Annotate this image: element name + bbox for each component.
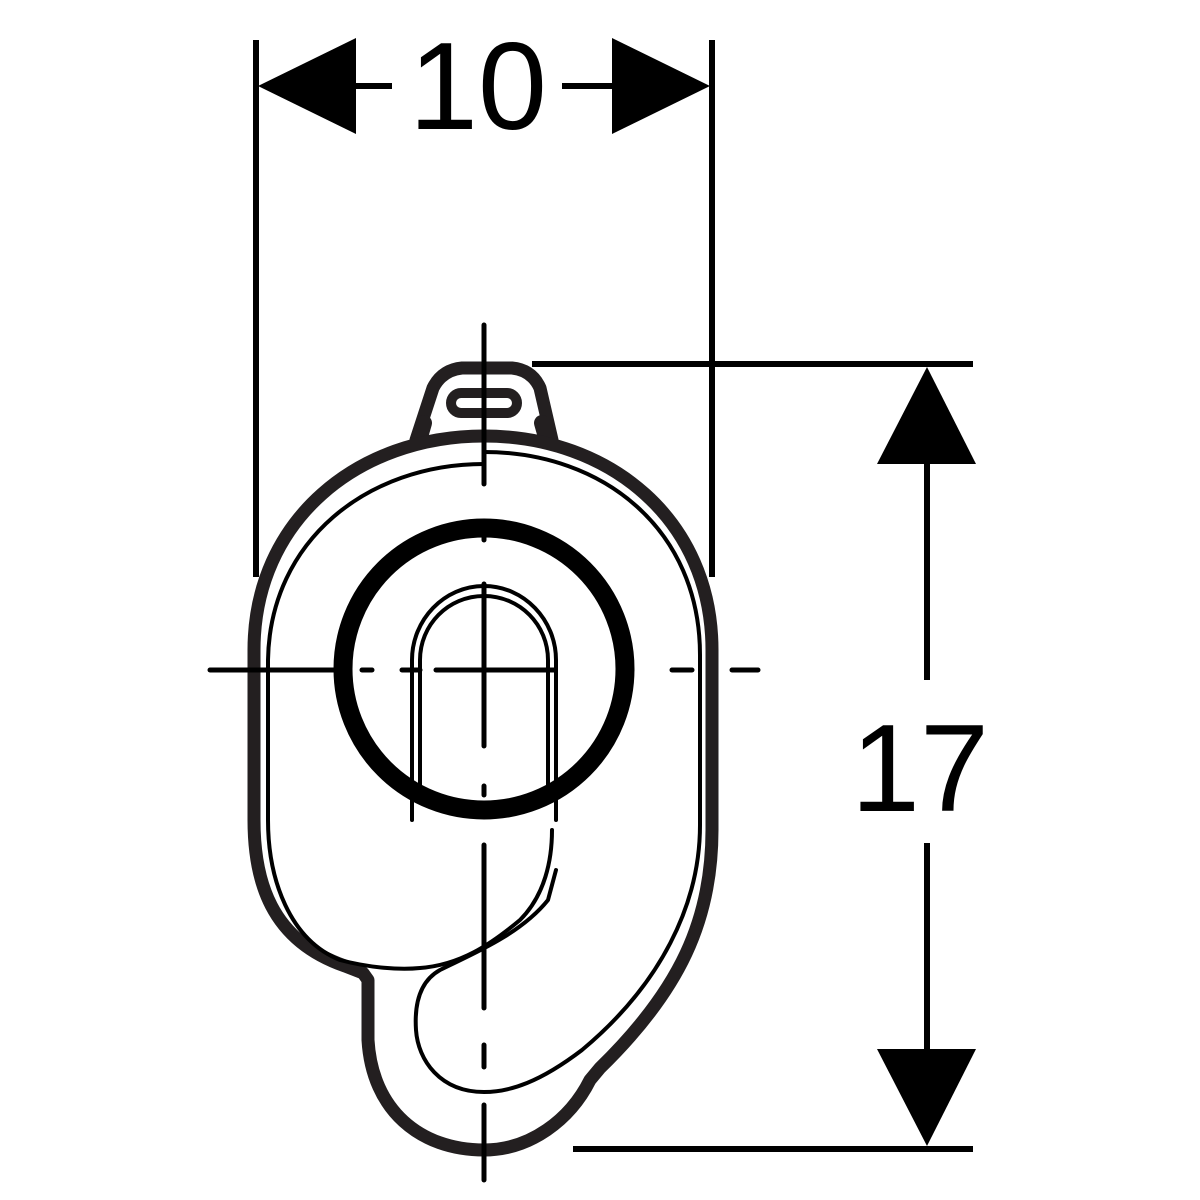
arrow-left-icon bbox=[258, 38, 356, 134]
width-dimension-label: 10 bbox=[409, 18, 547, 156]
body-outer-outline bbox=[247, 429, 719, 1157]
arrow-right-icon bbox=[612, 38, 710, 134]
height-dimension: 17 bbox=[532, 361, 989, 1152]
center-lines bbox=[207, 322, 761, 1183]
body-inner-outline-left bbox=[266, 462, 554, 971]
body-inner-outline bbox=[413, 450, 702, 1095]
width-dimension: 10 bbox=[253, 18, 715, 577]
height-dimension-label: 17 bbox=[851, 700, 989, 838]
arrow-up-icon bbox=[877, 367, 976, 464]
arrow-down-icon bbox=[877, 1049, 976, 1146]
